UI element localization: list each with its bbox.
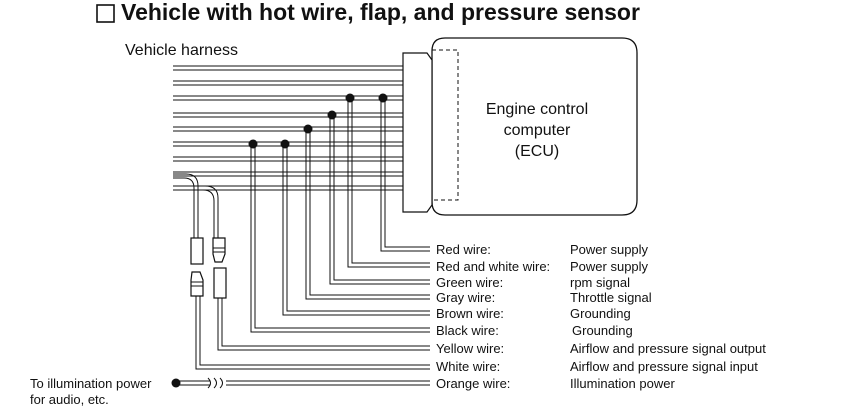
wire-name-green: Green wire: <box>436 275 503 290</box>
splice-dot-red <box>378 93 388 103</box>
harness-wires <box>173 65 403 191</box>
wire-labels: Red wire: Power supply Red and white wir… <box>436 242 766 391</box>
wire-name-white: White wire: <box>436 359 500 374</box>
wire-function-red-white: Power supply <box>570 259 649 274</box>
splice-dot-gray <box>303 124 313 134</box>
ecu-label-line2: computer <box>504 122 571 139</box>
wire-function-brown: Grounding <box>570 306 631 321</box>
splice-dot-brown <box>280 139 290 149</box>
ecu-label-line3: (ECU) <box>515 143 559 160</box>
illumination-label-line1: To illumination power <box>30 376 152 391</box>
wire-name-orange: Orange wire: <box>436 376 510 391</box>
inline-connectors <box>190 237 227 299</box>
wire-name-yellow: Yellow wire: <box>436 341 504 356</box>
wire-function-white: Airflow and pressure signal input <box>570 359 758 374</box>
diagram-title: Vehicle with hot wire, flap, and pressur… <box>121 0 640 25</box>
wire-function-yellow: Airflow and pressure signal output <box>570 341 766 356</box>
connector-female-white <box>190 237 204 265</box>
wire-function-orange: Illumination power <box>570 376 675 391</box>
ecu-connector <box>402 52 433 213</box>
checkbox-icon[interactable] <box>96 4 115 23</box>
wire-name-gray: Gray wire: <box>436 290 495 305</box>
wire-function-gray: Throttle signal <box>570 290 652 305</box>
wire-name-red-white: Red and white wire: <box>436 259 550 274</box>
splice-dot-black <box>248 139 258 149</box>
connector-female-yellow <box>213 267 227 299</box>
splice-dot-red-white <box>345 93 355 103</box>
wire-function-green: rpm signal <box>570 275 630 290</box>
harness-label: Vehicle harness <box>125 42 238 59</box>
connector-male-yellow <box>212 237 226 263</box>
splice-dot-green <box>327 110 337 120</box>
tap-wires <box>171 93 430 389</box>
wire-function-red: Power supply <box>570 242 649 257</box>
connector-male-white <box>190 271 204 297</box>
wire-name-red: Red wire: <box>436 242 491 257</box>
illumination-label-line2: for audio, etc. <box>30 392 109 407</box>
ecu-box: Engine control computer (ECU) <box>431 37 638 216</box>
wire-name-brown: Brown wire: <box>436 306 504 321</box>
wire-name-black: Black wire: <box>436 323 499 338</box>
ecu-label-line1: Engine control <box>486 101 588 118</box>
wire-function-black: Grounding <box>572 323 633 338</box>
splice-dot-orange <box>171 378 181 388</box>
